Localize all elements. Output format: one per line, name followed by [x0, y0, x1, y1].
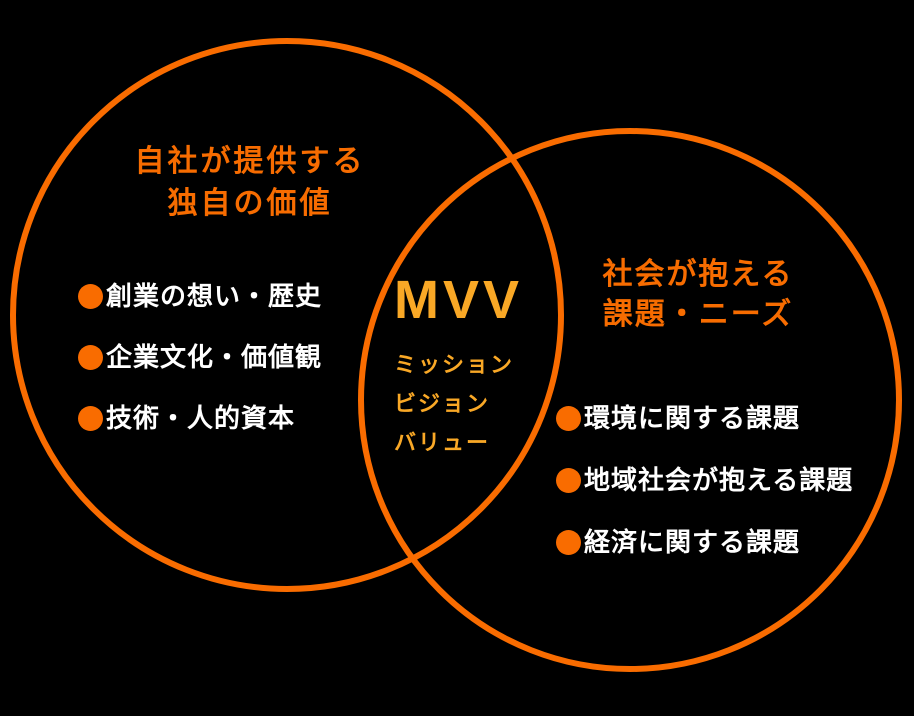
mvv-acronym: MVV — [394, 270, 524, 330]
list-item: 地域社会が抱える課題 — [556, 467, 853, 493]
mvv-terms: ミッション ビジョン バリュー — [394, 345, 523, 462]
list-item-label: 地域社会が抱える課題 — [584, 465, 854, 495]
right-circle-title-line1: 社会が抱える — [602, 258, 794, 291]
bullet-icon — [556, 405, 581, 431]
mvv-term-vision: ビジョン — [394, 391, 491, 416]
bullet-icon — [78, 283, 103, 309]
right-circle-list: 環境に関する課題 地域社会が抱える課題 経済に関する課題 — [556, 405, 853, 590]
left-circle-title-line2: 独自の価値 — [167, 187, 333, 220]
bullet-icon — [556, 529, 581, 555]
bullet-icon — [556, 467, 581, 493]
list-item: 創業の想い・歴史 — [78, 283, 322, 309]
list-item-label: 企業文化・価値観 — [106, 342, 323, 372]
list-item-label: 創業の想い・歴史 — [106, 281, 323, 311]
right-circle-title: 社会が抱える 課題・ニーズ — [548, 255, 848, 335]
bullet-icon — [78, 405, 103, 431]
list-item: 環境に関する課題 — [556, 405, 853, 431]
left-circle-title: 自社が提供する 独自の価値 — [90, 141, 410, 225]
bullet-icon — [78, 344, 103, 370]
list-item-label: 技術・人的資本 — [106, 403, 296, 433]
left-circle-outline — [10, 38, 564, 592]
list-item-label: 経済に関する課題 — [584, 527, 801, 557]
list-item: 経済に関する課題 — [556, 529, 853, 555]
mvv-term-mission: ミッション — [394, 352, 515, 377]
intersection-block: MVV ミッション ビジョン バリュー — [394, 273, 523, 462]
right-circle-outline — [358, 128, 902, 672]
left-circle-title-line1: 自社が提供する — [134, 145, 366, 178]
list-item: 企業文化・価値観 — [78, 344, 322, 370]
mvv-term-value: バリュー — [394, 430, 491, 455]
list-item: 技術・人的資本 — [78, 405, 322, 431]
list-item-label: 環境に関する課題 — [584, 403, 801, 433]
left-circle-list: 創業の想い・歴史 企業文化・価値観 技術・人的資本 — [78, 283, 322, 466]
right-circle-title-line2: 課題・ニーズ — [602, 298, 794, 331]
